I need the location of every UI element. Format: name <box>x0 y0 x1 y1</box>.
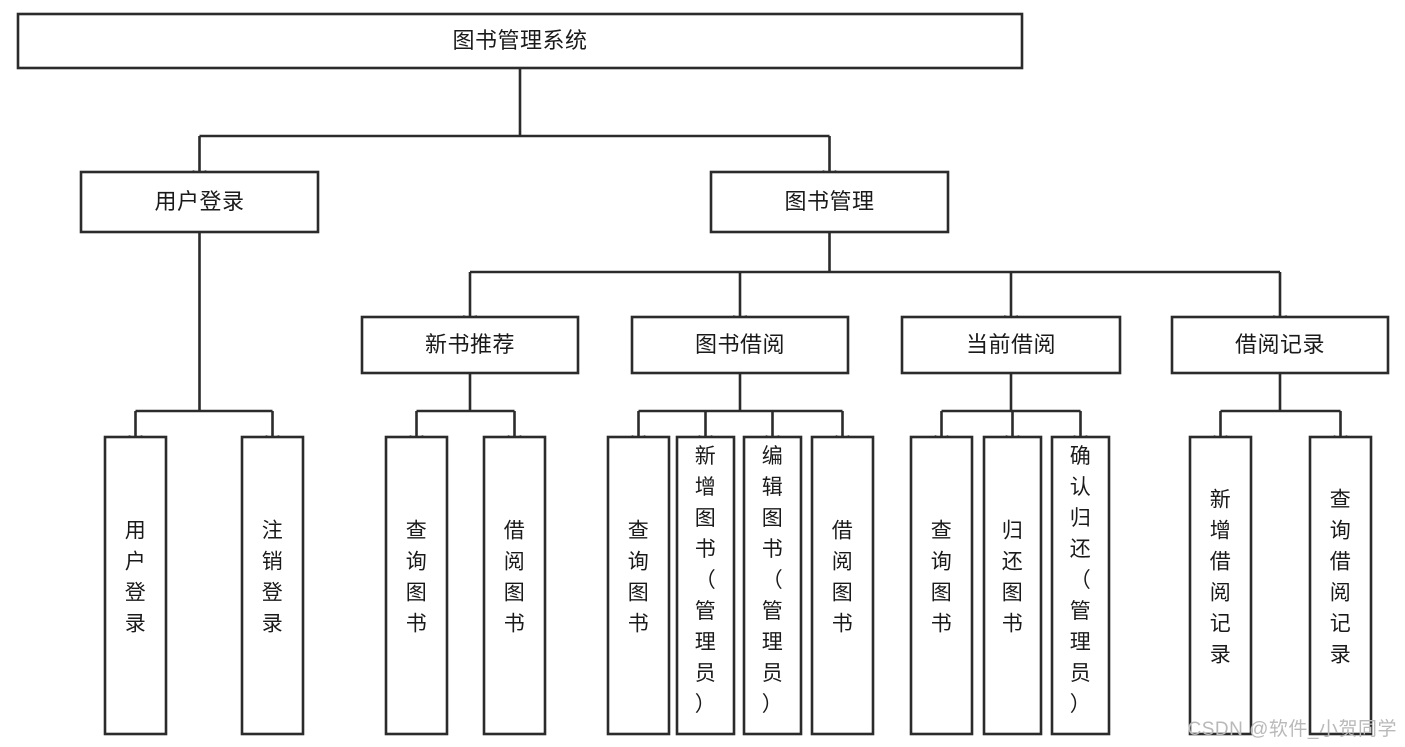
node-label: 查询图书 <box>406 520 428 636</box>
node-label: 借阅记录 <box>1235 332 1325 357</box>
node-label: 当前借阅 <box>966 332 1056 357</box>
node-leaf-query-book-borrow[interactable]: 查询图书 <box>606 435 671 736</box>
node-label: 确认归还（管理员） <box>1070 445 1092 716</box>
node-box <box>606 435 671 736</box>
node-leaf-add-borrow-record[interactable]: 新增借阅记录 <box>1188 435 1253 736</box>
node-box <box>1050 435 1111 736</box>
node-leaf-query-book-rec[interactable]: 查询图书 <box>384 435 449 736</box>
node-leaf-query-borrow-record[interactable]: 查询借阅记录 <box>1308 435 1373 736</box>
node-label: 新增借阅记录 <box>1210 489 1232 667</box>
node-box <box>384 435 449 736</box>
node-label: 新增图书（管理员） <box>695 445 717 716</box>
node-box <box>16 12 1024 70</box>
node-l3-current-borrow[interactable]: 当前借阅 <box>900 315 1122 375</box>
node-l2-book-manage[interactable]: 图书管理 <box>709 170 950 234</box>
node-label: 查询图书 <box>931 520 953 636</box>
node-label: 用户登录 <box>154 189 244 214</box>
node-label: 归还图书 <box>1002 520 1024 636</box>
nodes-layer: 图书管理系统用户登录图书管理新书推荐图书借阅当前借阅借阅记录用户登录注销登录查询… <box>16 12 1390 736</box>
node-label: 新书推荐 <box>425 332 515 357</box>
node-box <box>79 170 320 234</box>
node-leaf-confirm-return-admin[interactable]: 确认归还（管理员） <box>1050 435 1111 736</box>
node-l3-borrow-record[interactable]: 借阅记录 <box>1170 315 1390 375</box>
node-leaf-borrow-book-rec[interactable]: 借阅图书 <box>482 435 547 736</box>
node-label: 编辑图书（管理员） <box>762 445 784 716</box>
node-l3-new-book-rec[interactable]: 新书推荐 <box>360 315 580 375</box>
node-box <box>675 435 736 736</box>
node-leaf-edit-book-admin[interactable]: 编辑图书（管理员） <box>742 435 803 736</box>
node-label: 借阅图书 <box>504 520 526 636</box>
node-box <box>982 435 1043 736</box>
node-label: 查询借阅记录 <box>1330 489 1352 667</box>
node-l3-book-borrow[interactable]: 图书借阅 <box>630 315 850 375</box>
node-box <box>240 435 305 736</box>
node-box <box>1170 315 1390 375</box>
node-box <box>360 315 580 375</box>
node-box <box>709 170 950 234</box>
node-box <box>630 315 850 375</box>
node-leaf-add-book-admin[interactable]: 新增图书（管理员） <box>675 435 736 736</box>
node-l2-user-login[interactable]: 用户登录 <box>79 170 320 234</box>
node-box <box>810 435 875 736</box>
connectors-layer <box>128 68 1348 445</box>
node-leaf-user-login[interactable]: 用户登录 <box>103 435 168 736</box>
node-leaf-logout-login[interactable]: 注销登录 <box>240 435 305 736</box>
node-box <box>900 315 1122 375</box>
node-root[interactable]: 图书管理系统 <box>16 12 1024 70</box>
node-box <box>103 435 168 736</box>
node-label: 用户登录 <box>125 520 147 636</box>
node-label: 查询图书 <box>628 520 650 636</box>
node-box <box>1308 435 1373 736</box>
node-label: 图书借阅 <box>695 332 785 357</box>
node-box <box>909 435 974 736</box>
node-leaf-borrow-book-borrow[interactable]: 借阅图书 <box>810 435 875 736</box>
node-leaf-query-book-current[interactable]: 查询图书 <box>909 435 974 736</box>
node-label: 注销登录 <box>262 520 284 636</box>
node-label: 图书管理系统 <box>452 28 587 53</box>
node-label: 借阅图书 <box>832 520 854 636</box>
node-label: 图书管理 <box>784 189 874 214</box>
node-box <box>1188 435 1253 736</box>
node-box <box>742 435 803 736</box>
node-box <box>482 435 547 736</box>
node-leaf-return-book[interactable]: 归还图书 <box>982 435 1043 736</box>
